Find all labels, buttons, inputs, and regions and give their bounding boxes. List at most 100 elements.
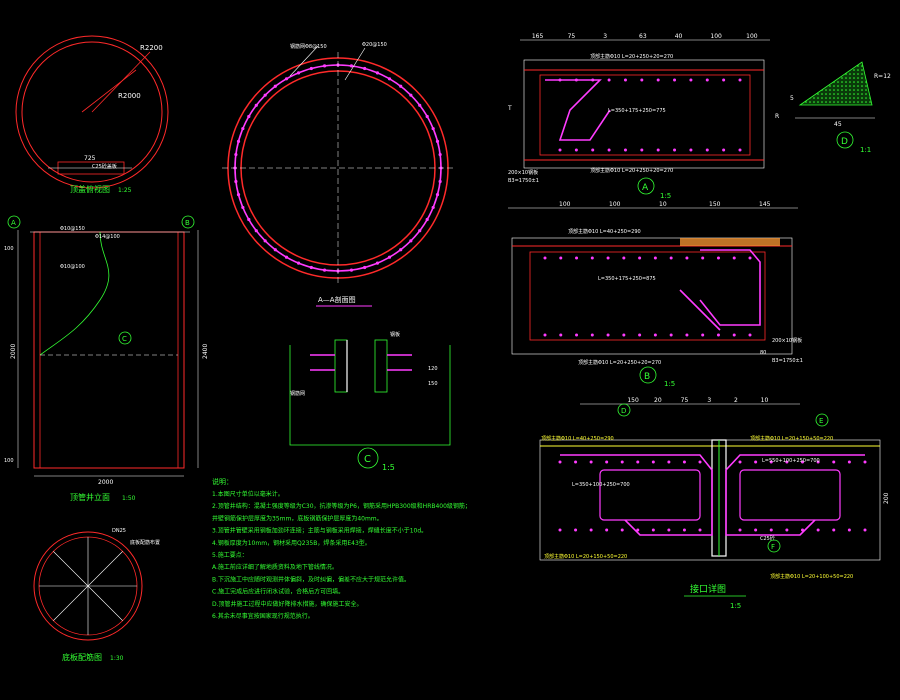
rebar-dot xyxy=(732,256,736,260)
rebar-dot xyxy=(574,78,578,82)
d-dim-0: R=12 xyxy=(874,73,891,80)
dim-total: 2400 xyxy=(202,344,209,359)
notes-lines: 1.本图尺寸单位以毫米计。2.顶管井结构：混凝土强度等级为C30，抗渗等级为P6… xyxy=(212,490,471,620)
notes-heading: 说明： xyxy=(212,477,233,486)
a-label-2: 顶部主筋Φ10 L=20+250+20=270 xyxy=(590,167,673,174)
d-scale: 1:1 xyxy=(860,146,871,154)
rebar-dot xyxy=(738,78,742,82)
rebar-dot xyxy=(284,255,289,259)
a-dim-r: R xyxy=(775,113,779,120)
a-rebar xyxy=(545,79,611,141)
break-line xyxy=(39,231,110,356)
rebar-dot xyxy=(399,248,403,252)
rebar-dot xyxy=(653,256,657,260)
rebar-dot xyxy=(559,333,563,337)
dim-label: 100 xyxy=(559,201,571,208)
rebar-dot xyxy=(689,148,693,152)
b-rebar xyxy=(699,249,761,326)
dim-top: 100 xyxy=(4,246,14,252)
c-title: C xyxy=(364,454,371,465)
d-title: D xyxy=(841,137,848,147)
a-scale: 1:5 xyxy=(660,192,671,200)
rebar-dot xyxy=(263,239,267,243)
rebar-dot xyxy=(673,148,677,152)
dim-label: 75 xyxy=(568,33,576,40)
rebar-dot xyxy=(254,103,258,107)
dim-label: 165 xyxy=(532,33,544,40)
a-label-4: 200×10钢板 xyxy=(508,169,538,176)
spoke-line xyxy=(87,585,123,621)
a-inner xyxy=(539,74,751,156)
rebar-dot xyxy=(589,528,593,532)
note-line: C.施工完成后应进行闭水试验，合格后方可回填。 xyxy=(212,588,344,596)
rebar-dot xyxy=(640,78,644,82)
rebar-dot xyxy=(716,256,720,260)
rebar-dot xyxy=(247,114,251,119)
rebar-dot xyxy=(399,84,403,88)
a-label-0: 顶部主筋Φ10 L=20+250+20=270 xyxy=(590,53,673,60)
rebar-dot xyxy=(863,528,867,532)
dim-label: 40 xyxy=(675,33,683,40)
elev-title: 顶管井立面 xyxy=(70,492,110,502)
rebar-dot xyxy=(863,460,867,464)
spoke-line xyxy=(87,551,123,587)
rebar-dot xyxy=(607,78,611,82)
rebar-dot xyxy=(669,256,673,260)
rebar-dot xyxy=(574,528,578,532)
j-rebar-l xyxy=(560,454,713,536)
c-scale: 1:5 xyxy=(382,463,395,472)
note-line: 2.顶管井结构：混凝土强度等级为C30，抗渗等级为P6，钢筋采用HPB300级和… xyxy=(212,502,471,510)
rebar-dot xyxy=(801,460,804,464)
rebar-dot xyxy=(543,333,547,337)
j-frame xyxy=(539,439,881,561)
rebar-dot xyxy=(322,64,327,68)
b-label-3: B3=1750±1 xyxy=(772,358,803,364)
rebar-dot xyxy=(832,460,836,464)
rebar-dot xyxy=(638,333,642,337)
outer-ring xyxy=(15,35,169,189)
inner-ring xyxy=(21,41,163,183)
note-line: 3.顶管井管壁采用钢板加劲环连接；主筋与钢板采用焊接，焊缝长度不小于10d。 xyxy=(212,527,427,535)
b-title: B xyxy=(644,372,650,382)
dim-label: 100 xyxy=(746,33,758,40)
bottom-spokes xyxy=(39,537,137,635)
b-top-hatch xyxy=(680,238,780,246)
rebar-dot xyxy=(738,460,742,464)
rebar-dot xyxy=(638,256,642,260)
rebar-dot xyxy=(816,460,820,464)
rebar-dot xyxy=(558,460,562,464)
rebar-dot xyxy=(653,333,657,337)
rebar-dot xyxy=(832,528,836,532)
rebar-dot xyxy=(591,78,595,82)
c-label-3: 150 xyxy=(428,381,438,387)
d-title-circle xyxy=(836,131,854,149)
dim-label: 150 xyxy=(627,397,639,404)
b-label-0: 顶部主筋Φ10 L=40+250=290 xyxy=(568,228,641,235)
dim-label: 10 xyxy=(659,201,667,208)
mark-c-circle xyxy=(118,331,132,345)
b-frame xyxy=(511,237,793,355)
dim-label: 150 xyxy=(709,201,721,208)
rebar-dot xyxy=(254,229,258,233)
rebar-dot xyxy=(785,528,789,532)
rebar-dot xyxy=(605,528,609,532)
rebar-dot xyxy=(622,256,626,260)
note-line: A.施工前应详细了解地质资料及地下管线情况。 xyxy=(212,563,338,571)
rebar-dot xyxy=(236,193,241,197)
b-dots xyxy=(543,256,752,337)
rebar-dot xyxy=(754,528,758,532)
rebar-dot xyxy=(623,78,627,82)
j-label-7: 顶部主筋Φ10 L=20+100+50=220 xyxy=(770,573,853,580)
note-line: 5.施工要点： xyxy=(212,551,248,559)
a-title-circle xyxy=(637,177,655,195)
dim-label: 3 xyxy=(603,33,607,40)
rebar-dot xyxy=(558,78,562,82)
dim-r2: R2000 xyxy=(118,92,141,100)
a-label-1: L=350+175+250=775 xyxy=(608,108,666,114)
rebar-dot xyxy=(591,148,595,152)
j-dots xyxy=(558,460,867,532)
section-aa-view: 钢筋网Φ8@150 Φ20@150 A—A剖面图 xyxy=(222,42,454,307)
detail-c-view: 钢板 120 150 钢筋网 C 1:5 xyxy=(289,331,451,472)
rebar-dot xyxy=(716,333,720,337)
